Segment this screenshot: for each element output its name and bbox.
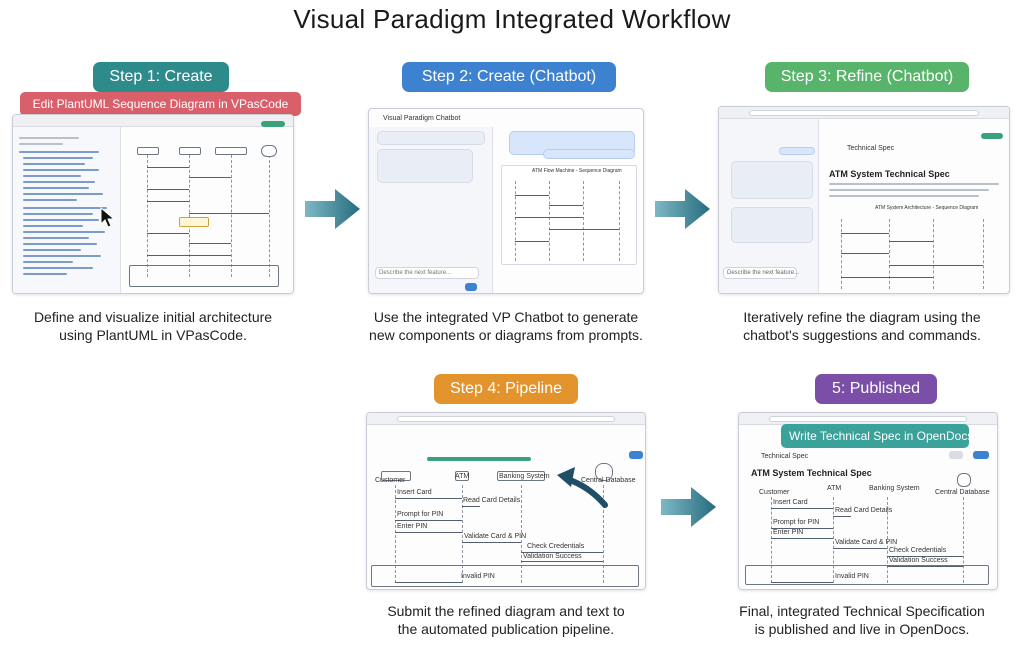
step-3-caption-line2: chatbot's suggestions and commands. [743, 327, 981, 343]
lifeline-label: ATM [455, 473, 470, 480]
lifeline-label: Banking System [869, 485, 920, 492]
chat-input-placeholder: Describe the next feature... [727, 270, 800, 276]
curved-arrow-icon [557, 467, 608, 508]
step-4-caption: Submit the refined diagram and text to t… [350, 602, 662, 638]
window-titlebar [13, 115, 293, 127]
step-1-badge: Edit PlantUML Sequence Diagram in VPasCo… [20, 92, 301, 116]
step-5-badge: Write Technical Spec in OpenDocs [781, 424, 973, 448]
doc-tab: Technical Spec [847, 145, 895, 152]
chat-message [731, 207, 813, 243]
message-label: Read Card Details [835, 507, 893, 514]
message-label: Invalid PIN [461, 573, 495, 580]
doc-heading: ATM System Technical Spec [751, 468, 872, 478]
step-5-caption-line1: Final, integrated Technical Specificatio… [739, 603, 985, 619]
step-4-screenshot: Customer ATM Banking System Central Data… [366, 412, 646, 590]
message-label: Check Credentials [527, 543, 585, 550]
generated-diagram: ATM Flow Machine - Sequence Diagram [501, 165, 637, 265]
message-label: Validation Success [523, 553, 582, 560]
lifeline-label: Customer [759, 489, 790, 496]
message-label: Validation Success [889, 557, 948, 564]
flow-arrow-icon [305, 189, 360, 229]
step-1-caption-line2: using PlantUML in VPasCode. [59, 327, 247, 343]
chat-input[interactable]: Describe the next feature... [375, 267, 479, 279]
lifeline-label: Banking System [499, 473, 550, 480]
step-2-screenshot: Visual Paradigm Chatbot ATM Flow Machine… [368, 108, 644, 294]
browser-titlebar [367, 413, 645, 425]
message-label: Invalid PIN [835, 573, 869, 580]
flow-arrow-icon [661, 487, 716, 527]
message-label: Prompt for PIN [397, 511, 444, 518]
chat-message [543, 149, 635, 159]
step-3-screenshot: Describe the next feature... Technical S… [718, 106, 1010, 294]
step-1-caption-line1: Define and visualize initial architectur… [33, 309, 273, 325]
step-4-caption-line2: the automated publication pipeline. [397, 621, 615, 637]
chatbot-window-title: Visual Paradigm Chatbot [383, 115, 461, 122]
generated-diagram-title: ATM Flow Machine - Sequence Diagram [532, 168, 622, 174]
step-1-label: Step 1: Create [93, 62, 229, 92]
chat-message [779, 147, 815, 155]
message-label: Enter PIN [397, 523, 428, 530]
step-1-caption: Define and visualize initial architectur… [12, 308, 294, 344]
step-2-caption-line1: Use the integrated VP Chatbot to generat… [373, 309, 639, 325]
message-label: Insert Card [773, 499, 808, 506]
send-button[interactable] [465, 283, 477, 291]
step-3-label: Step 3: Refine (Chatbot) [765, 62, 969, 92]
message-label: Read Card Details [463, 497, 521, 504]
browser-titlebar [719, 107, 1009, 119]
message-label: Enter PIN [773, 529, 804, 536]
doc-diagram-title: ATM System Architecture - Sequence Diagr… [875, 205, 979, 211]
doc-tab: Technical Spec [761, 453, 809, 460]
lifeline-label: Customer [375, 477, 406, 484]
pipeline-progress [427, 457, 531, 461]
page-title: Visual Paradigm Integrated Workflow [293, 4, 731, 34]
message-label: Check Credentials [889, 547, 947, 554]
step-2-caption: Use the integrated VP Chatbot to generat… [350, 308, 662, 344]
step-3-caption: Iteratively refine the diagram using the… [706, 308, 1018, 344]
chat-message [377, 149, 473, 183]
lifeline-label: Central Database [935, 489, 990, 496]
step-4-label: Step 4: Pipeline [434, 374, 578, 404]
message-label: Prompt for PIN [773, 519, 820, 526]
message-label: Validate Card & PIN [464, 533, 527, 540]
lifeline-label: ATM [827, 485, 842, 492]
step-5-caption-line2: is published and live in OpenDocs. [754, 621, 970, 637]
message-label: Validate Card & PIN [835, 539, 898, 546]
lifeline-label: Central Database [581, 477, 636, 484]
step-2-caption-line2: new components or diagrams from prompts. [369, 327, 643, 343]
step-4-caption-line1: Submit the refined diagram and text to [387, 603, 625, 619]
step-5-label: 5: Published [815, 374, 937, 404]
chat-input-placeholder: Describe the next feature... [379, 270, 452, 276]
doc-heading: ATM System Technical Spec [829, 169, 950, 179]
chat-message [377, 131, 485, 145]
chat-input[interactable]: Describe the next feature... [723, 267, 800, 279]
step-2-label: Step 2: Create (Chatbot) [402, 62, 616, 92]
flow-arrow-icon [655, 189, 710, 229]
chat-message [731, 161, 813, 199]
step-5-caption: Final, integrated Technical Specificatio… [706, 602, 1018, 638]
step-3-caption-line1: Iteratively refine the diagram using the [743, 309, 981, 325]
cursor-icon [100, 207, 116, 228]
message-label: Insert Card [397, 489, 432, 496]
step-1-screenshot [12, 114, 294, 294]
